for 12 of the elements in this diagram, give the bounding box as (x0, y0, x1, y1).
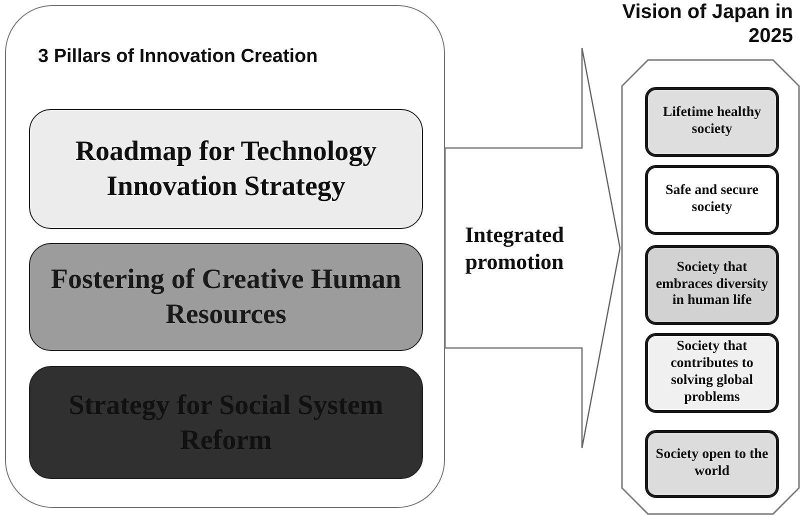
edge-label: Integrated promotion (464, 220, 565, 276)
pillar-box: Roadmap for Technology Innovation Strategy (29, 109, 423, 229)
panel-heading: 3 Pillars of Innovation Creation (38, 46, 318, 68)
goal-box: Lifetime healthy society (645, 87, 779, 157)
block-arrow (444, 47, 621, 449)
pillar-box: Fostering of Creative Human Resources (29, 243, 423, 351)
goal-box: Society that embraces diversity in human life (645, 245, 779, 325)
goal-box: Safe and secure society (645, 165, 779, 235)
panel-heading: Vision of Japan in 2025 (621, 0, 793, 48)
group-panel (5, 5, 445, 508)
goal-box: Society open to the world (645, 430, 779, 498)
goal-box: Society that contributes to solving global problems (645, 333, 779, 413)
